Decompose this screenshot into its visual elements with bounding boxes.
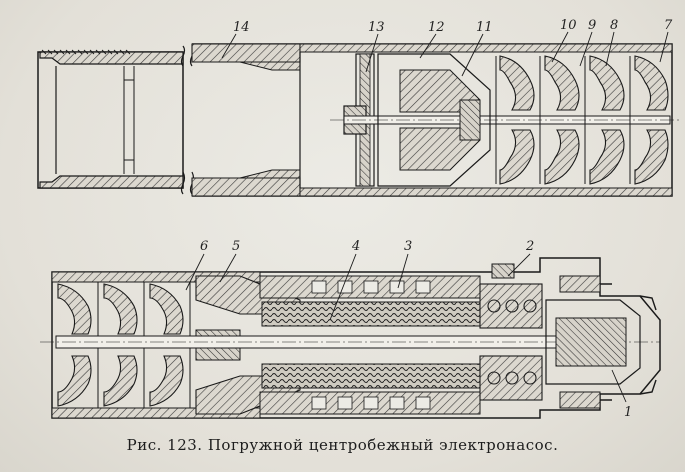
callout-10: 10 xyxy=(560,18,577,33)
callout-2: 2 xyxy=(525,239,534,254)
callout-7: 7 xyxy=(664,18,673,33)
callout-3: 3 xyxy=(404,239,412,254)
callout-1: 1 xyxy=(624,405,632,420)
upper-pump-section xyxy=(37,43,680,197)
callout-14: 14 xyxy=(233,20,250,35)
callout-6: 6 xyxy=(200,239,208,254)
callout-5: 5 xyxy=(232,239,240,254)
callout-12: 12 xyxy=(428,20,445,35)
callout-11: 11 xyxy=(476,20,493,35)
callout-13: 13 xyxy=(368,20,385,35)
figure-caption: Рис. 123. Погружной центробежный электро… xyxy=(126,436,559,454)
callout-9: 9 xyxy=(588,18,596,33)
lower-motor-section xyxy=(40,257,661,419)
callout-4: 4 xyxy=(351,239,360,254)
leader-lines xyxy=(185,31,669,403)
callout-8: 8 xyxy=(610,18,618,33)
